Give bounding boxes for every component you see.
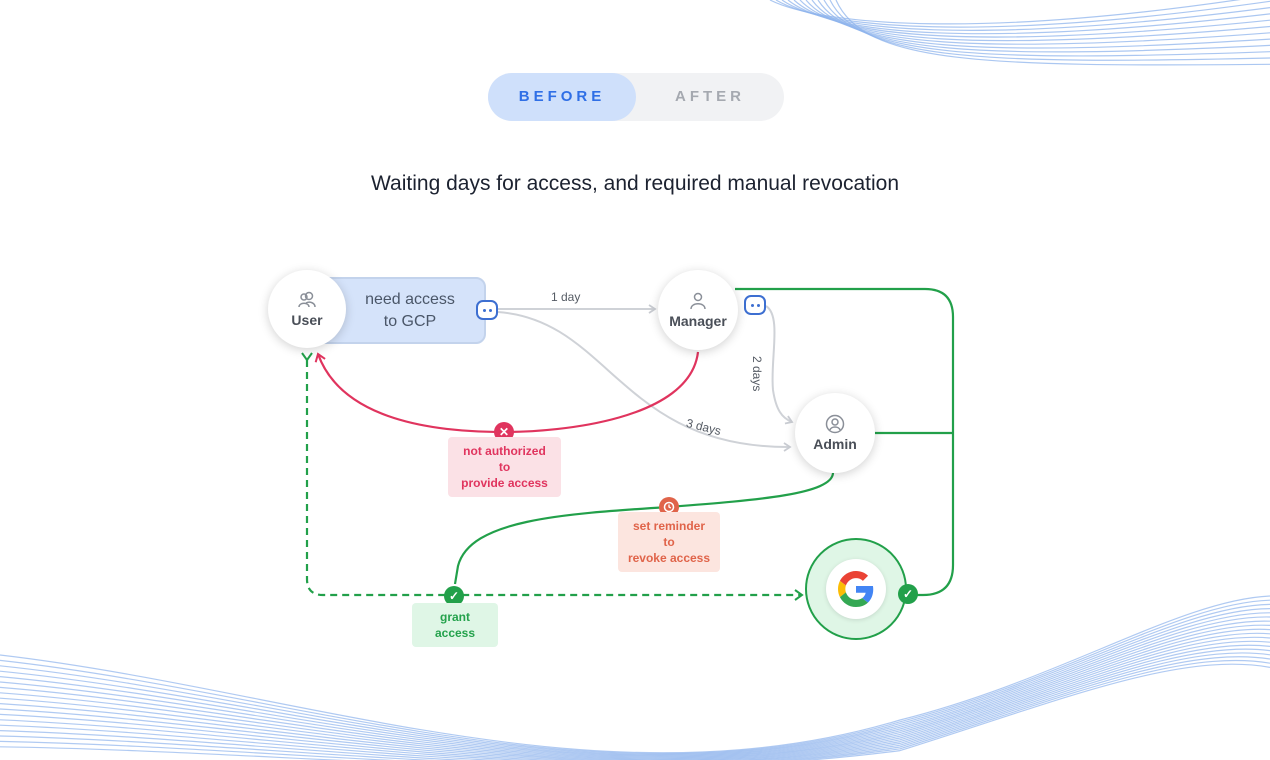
decorative-wave-line xyxy=(0,648,1270,760)
decorative-wave-line xyxy=(0,636,1270,760)
admin-node-label: Admin xyxy=(813,436,857,452)
decorative-wave-line xyxy=(0,663,1270,760)
decorative-wave-line xyxy=(811,0,1270,49)
decorative-wave-line xyxy=(0,608,1270,756)
decorative-wave-line xyxy=(0,640,1270,760)
edge-label-1-day: 1 day xyxy=(551,290,581,304)
decorative-wave-line xyxy=(0,603,1270,756)
toggle-after[interactable]: AFTER xyxy=(675,88,745,105)
decorative-wave-line xyxy=(787,0,1270,35)
google-node xyxy=(805,538,907,640)
edge-grant-dashed xyxy=(301,352,804,601)
not-authorized-tag: not authorized to provide access xyxy=(448,437,561,497)
decorative-wave-line xyxy=(0,599,1270,755)
person-icon xyxy=(690,292,706,310)
users-icon xyxy=(298,291,316,308)
chat-icon xyxy=(476,300,498,320)
decorative-wave-line xyxy=(0,624,1270,760)
user-circle-icon xyxy=(825,414,845,434)
decorative-wave-line xyxy=(0,595,1270,754)
decorative-wave-line xyxy=(0,659,1270,760)
decorative-wave-line xyxy=(0,656,1270,760)
decorative-wave-line xyxy=(0,652,1270,760)
admin-node: Admin xyxy=(795,393,875,473)
decorative-wave-line xyxy=(0,632,1270,760)
user-node-label: User xyxy=(291,312,323,328)
google-logo-circle xyxy=(826,559,886,619)
check-icon: ✓ xyxy=(898,584,918,604)
set-reminder-tag: set reminder to revoke access xyxy=(618,512,720,572)
decorative-wave-line xyxy=(0,620,1270,759)
user-node: User xyxy=(268,270,346,348)
decorative-wave-line xyxy=(0,612,1270,757)
decorative-wave-line xyxy=(793,0,1270,38)
grant-access-tag: grant access xyxy=(412,603,498,647)
toggle-before[interactable]: BEFORE xyxy=(488,73,636,121)
decorative-wave-line xyxy=(805,0,1270,45)
edge-manager-reject xyxy=(314,351,700,434)
google-logo-icon xyxy=(838,571,874,607)
decorative-wave-line xyxy=(799,0,1270,42)
edge-manager-to-google xyxy=(735,287,955,597)
diagram-title: Waiting days for access, and required ma… xyxy=(371,172,899,195)
decorative-wave-line xyxy=(835,0,1270,66)
chat-icon xyxy=(744,295,766,315)
decorative-wave-line xyxy=(817,0,1270,53)
edge-user-to-admin xyxy=(497,311,792,452)
decorative-wave-line xyxy=(823,0,1270,57)
decorative-wave-line xyxy=(829,0,1270,61)
manager-node: Manager xyxy=(658,270,738,350)
check-icon: ✓ xyxy=(444,586,464,606)
manager-node-label: Manager xyxy=(669,313,727,329)
before-after-toggle: BEFORE AFTER xyxy=(488,73,784,121)
decorative-wave-line xyxy=(781,0,1270,31)
decorative-wave-line xyxy=(0,616,1270,758)
decorative-wave-line xyxy=(0,644,1270,760)
edge-manager-to-admin xyxy=(765,305,794,425)
request-text: need access to GCP xyxy=(365,291,455,330)
edge-label-2-days: 2 days xyxy=(750,356,764,392)
decorative-wave-line xyxy=(0,628,1270,760)
